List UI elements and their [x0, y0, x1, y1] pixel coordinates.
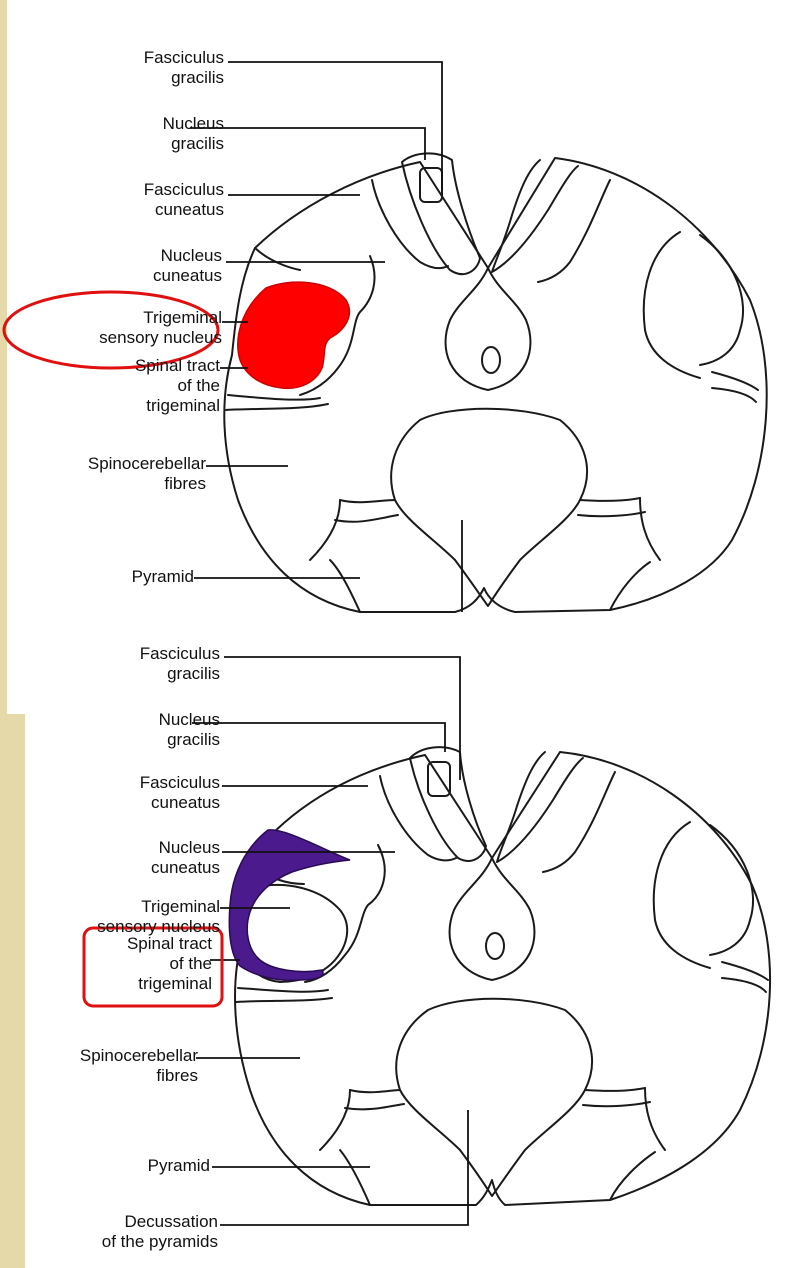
bottom-label-pyramid: Pyramid — [148, 1156, 210, 1176]
